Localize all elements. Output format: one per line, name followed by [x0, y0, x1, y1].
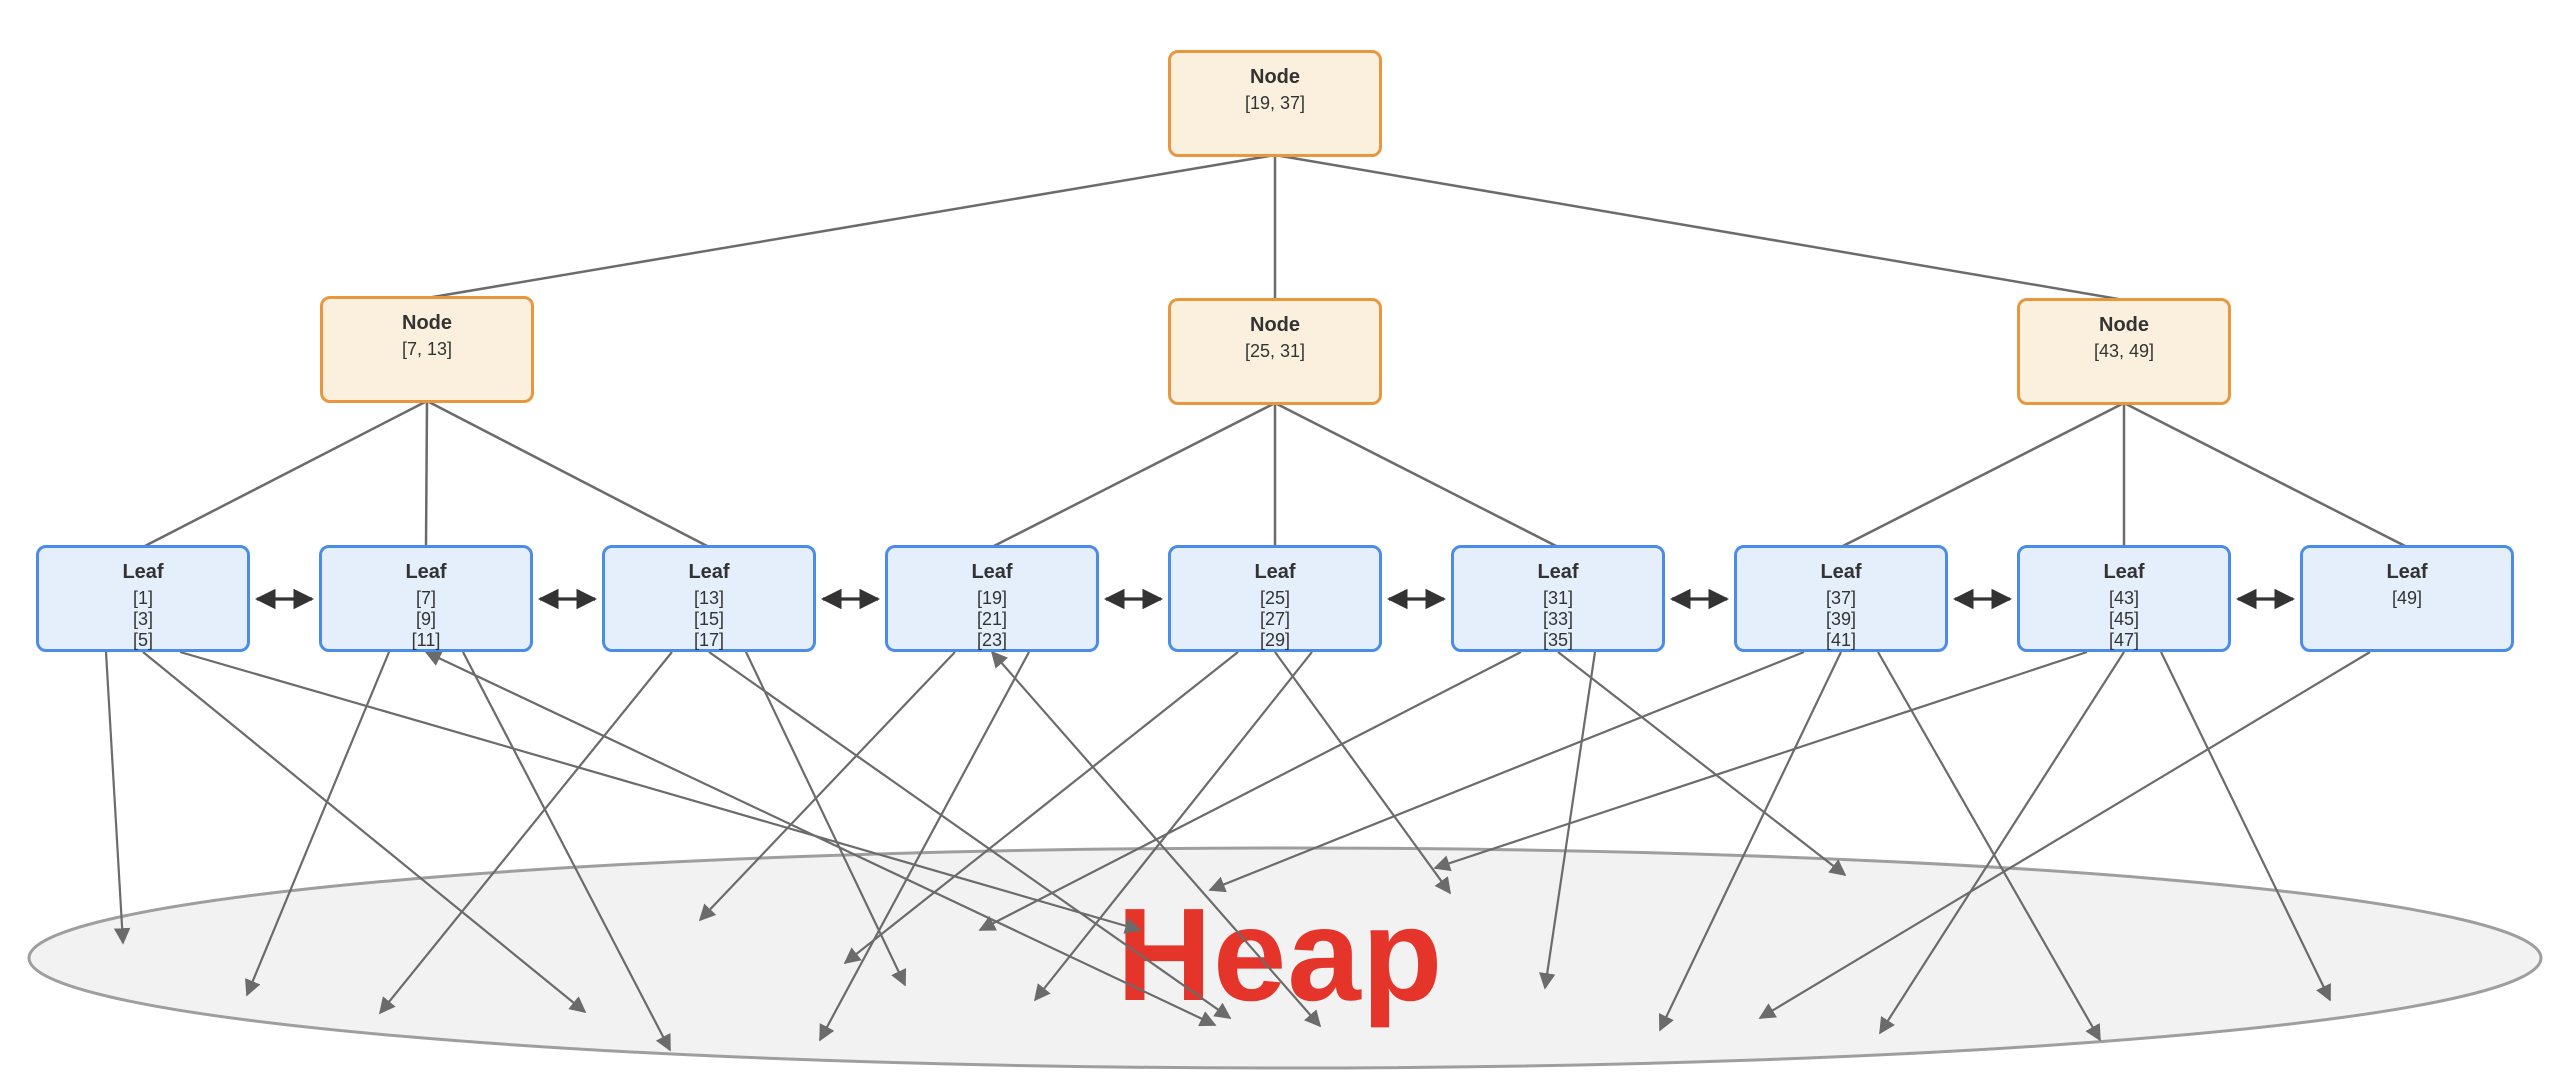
leaf-box-l1: Leaf [1][3][5]	[36, 545, 250, 652]
box-value: [21]	[976, 609, 1008, 629]
box-value: [47]	[2108, 630, 2140, 650]
internal-node-box-root: Node [19, 37]	[1168, 50, 1382, 157]
leaf-box-l2: Leaf [7][9][11]	[319, 545, 533, 652]
box-value: [11]	[411, 630, 441, 650]
box-value: [37]	[1825, 588, 1857, 608]
box-value: [1]	[132, 588, 153, 608]
box-type-label: Leaf	[688, 561, 730, 583]
box-values: [19][21][23]	[977, 588, 1007, 651]
box-value: [45]	[2108, 609, 2140, 629]
box-type-label: Leaf	[405, 561, 447, 583]
leaf-box-l4: Leaf [19][21][23]	[885, 545, 1099, 652]
box-values: [25][27][29]	[1260, 588, 1290, 651]
box-type-label: Leaf	[1254, 561, 1296, 583]
box-value: [5]	[132, 630, 153, 650]
box-type-label: Leaf	[2103, 561, 2145, 583]
box-values: [49]	[2392, 588, 2422, 609]
box-value: [9]	[415, 609, 436, 629]
leaf-box-l9: Leaf [49]	[2300, 545, 2514, 652]
box-value: [39]	[1825, 609, 1857, 629]
box-value: [35]	[1542, 630, 1574, 650]
box-value: [13]	[693, 588, 725, 608]
box-type-label: Leaf	[2386, 561, 2428, 583]
leaf-box-l3: Leaf [13][15][17]	[602, 545, 816, 652]
box-type-label: Leaf	[1537, 561, 1579, 583]
box-type-label: Node	[402, 312, 452, 334]
box-values: [1][3][5]	[133, 588, 153, 651]
box-value: [19, 37]	[1244, 93, 1306, 113]
box-values: [31][33][35]	[1543, 588, 1573, 651]
leaf-box-l7: Leaf [37][39][41]	[1734, 545, 1948, 652]
box-values: [25, 31]	[1245, 341, 1305, 362]
box-value: [27]	[1259, 609, 1291, 629]
box-value: [17]	[693, 630, 725, 650]
box-value: [7]	[415, 588, 436, 608]
leaf-box-l5: Leaf [25][27][29]	[1168, 545, 1382, 652]
box-values: [7][9][11]	[412, 588, 441, 651]
box-values: [13][15][17]	[694, 588, 724, 651]
box-values: [37][39][41]	[1826, 588, 1856, 651]
box-value: [25, 31]	[1244, 341, 1306, 361]
box-value: [3]	[132, 609, 153, 629]
internal-node-box-n1: Node [7, 13]	[320, 296, 534, 403]
box-value: [15]	[693, 609, 725, 629]
internal-node-box-n3: Node [43, 49]	[2017, 298, 2231, 405]
internal-node-box-n2: Node [25, 31]	[1168, 298, 1382, 405]
box-value: [19]	[976, 588, 1008, 608]
box-type-label: Leaf	[971, 561, 1013, 583]
box-value: [23]	[976, 630, 1008, 650]
leaf-box-l6: Leaf [31][33][35]	[1451, 545, 1665, 652]
box-value: [7, 13]	[401, 339, 453, 359]
box-type-label: Node	[1250, 66, 1300, 88]
box-values: [19, 37]	[1245, 93, 1305, 114]
leaf-box-l8: Leaf [43][45][47]	[2017, 545, 2231, 652]
box-value: [31]	[1542, 588, 1574, 608]
box-values: [43][45][47]	[2109, 588, 2139, 651]
box-value: [33]	[1542, 609, 1574, 629]
box-value: [49]	[2391, 588, 2423, 608]
box-type-label: Node	[2099, 314, 2149, 336]
box-type-label: Leaf	[122, 561, 164, 583]
box-value: [29]	[1259, 630, 1291, 650]
box-value: [41]	[1825, 630, 1857, 650]
box-value: [43]	[2108, 588, 2140, 608]
box-values: [43, 49]	[2094, 341, 2154, 362]
box-type-label: Leaf	[1820, 561, 1862, 583]
box-value: [25]	[1259, 588, 1291, 608]
box-values: [7, 13]	[402, 339, 452, 360]
box-type-label: Node	[1250, 314, 1300, 336]
box-value: [43, 49]	[2093, 341, 2155, 361]
